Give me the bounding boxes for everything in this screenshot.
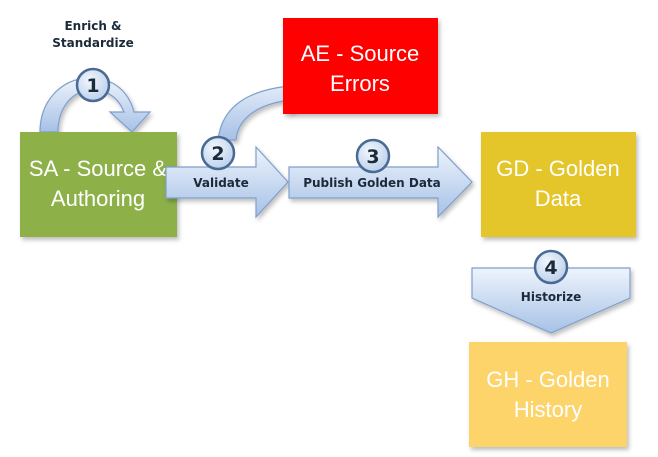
gd-box-line1: GD - Golden: [496, 156, 620, 181]
historize-label: Historize: [521, 290, 581, 304]
gh-box-line2: History: [514, 397, 582, 422]
publish-label: Publish Golden Data: [303, 176, 441, 190]
validate-label: Validate: [193, 176, 249, 190]
ae-box-line2: Errors: [330, 71, 390, 96]
publish-arrow: Publish Golden Data: [288, 145, 473, 219]
sa-box-line2: Authoring: [51, 186, 145, 211]
gd-box-line2: Data: [535, 186, 582, 211]
step-4-badge: 4: [533, 249, 569, 285]
sa-box-line1: SA - Source &: [29, 156, 168, 181]
enrich-label-line2: Standardize: [52, 36, 133, 50]
step-1-number: 1: [86, 75, 99, 97]
step-2-badge: 2: [200, 135, 236, 171]
step-3-number: 3: [366, 146, 379, 168]
gd-box: GD - Golden Data: [481, 132, 636, 237]
sa-box: SA - Source & Authoring: [20, 132, 177, 237]
gh-box: GH - Golden History: [469, 342, 627, 447]
ae-box-line1: AE - Source: [301, 41, 420, 66]
validate-arrow: Validate: [165, 145, 289, 219]
step-3-badge: 3: [355, 138, 391, 174]
enrich-label-line1: Enrich &: [64, 19, 121, 33]
step-1-badge: 1: [75, 67, 111, 103]
step-2-number: 2: [211, 143, 224, 165]
enrich-arrow: [39, 77, 152, 133]
ae-box: AE - Source Errors: [283, 18, 438, 114]
step-4-number: 4: [544, 257, 557, 279]
historize-arrow: Historize: [471, 267, 631, 334]
gh-box-line1: GH - Golden: [486, 367, 610, 392]
